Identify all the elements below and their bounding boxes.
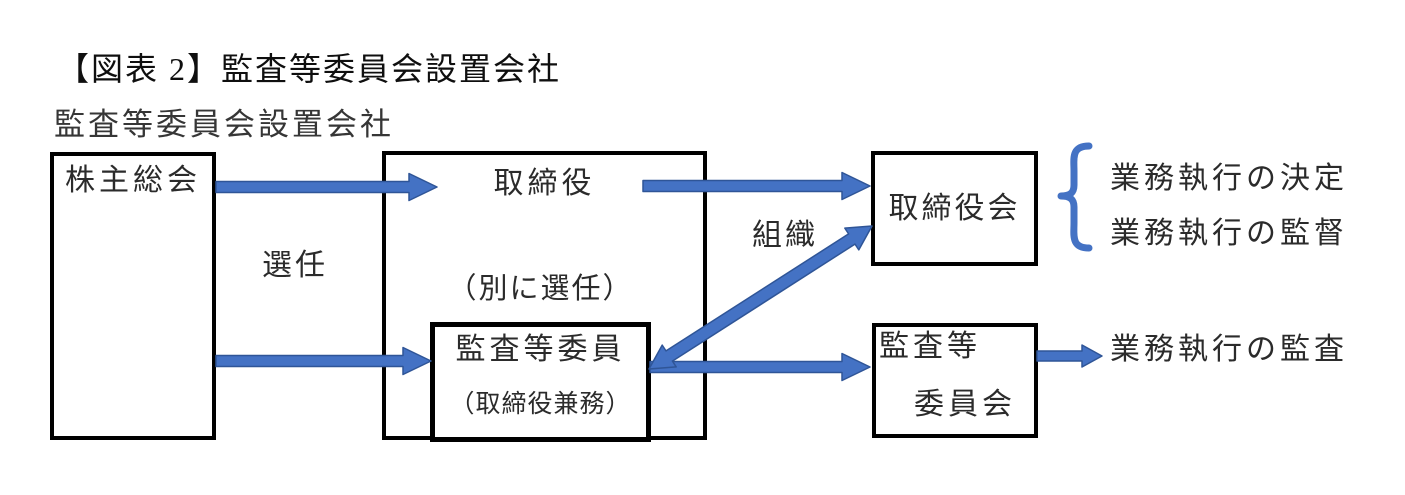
board-of-directors-box xyxy=(871,151,1038,266)
figure-subtitle: 監査等委員会設置会社 xyxy=(54,107,394,142)
board-of-directors-label: 取締役会 xyxy=(888,192,1021,225)
figure-title: 【図表 2】監査等委員会設置会社 xyxy=(57,51,562,87)
audit-committee-label-line2: 委員会 xyxy=(914,388,1016,421)
audit-committee-box xyxy=(872,323,1038,438)
arrow-audit-committee-to-execution-audit xyxy=(1036,344,1103,368)
organize-edge-label: 組織 xyxy=(752,219,818,252)
concurrent-directors-note: （取締役兼務） xyxy=(449,390,632,418)
execution-decision-text: 業務執行の決定 xyxy=(1110,162,1348,195)
separately-appointed-note: （別に選任） xyxy=(447,273,634,305)
directors-label: 取締役 xyxy=(493,167,596,200)
audit-committee-members-box xyxy=(430,322,651,442)
audit-committee-label-line1: 監査等 xyxy=(879,330,981,363)
execution-audit-text: 業務執行の監査 xyxy=(1110,333,1348,366)
brace-board-functions-icon xyxy=(1057,142,1093,252)
shareholders-meeting-label: 株主総会 xyxy=(65,164,201,197)
audit-committee-members-label: 監査等委員 xyxy=(455,333,626,366)
shareholders-meeting-box xyxy=(50,152,216,440)
execution-supervision-text: 業務執行の監督 xyxy=(1110,217,1348,250)
appointment-edge-label: 選任 xyxy=(262,249,328,282)
